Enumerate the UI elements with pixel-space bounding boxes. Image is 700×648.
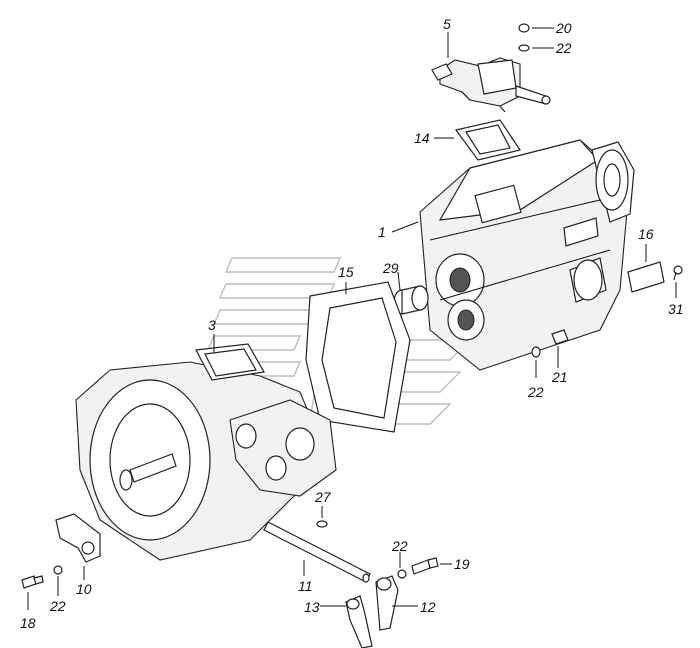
callout-16: 16 [638,226,654,242]
part-5-shift-mechanism [431,57,551,113]
callout-22-shift: 22 [556,40,572,56]
callout-22-bracket: 22 [50,598,66,614]
callout-12: 12 [420,599,436,615]
callout-15: 15 [338,264,354,280]
callout-22-lever: 22 [392,538,408,554]
part-22-washer-shift [518,44,530,52]
part-22-washer-lever [397,569,407,579]
part-3-clutch-housing [75,343,337,561]
part-21-nut [551,329,569,345]
part-22-washer-housing [531,346,541,358]
part-13-lever [345,595,373,648]
callout-10: 10 [76,581,92,597]
part-16-cover-plate [627,261,665,293]
part-15-gasket [305,281,411,433]
part-22-washer-bracket [53,565,63,575]
callout-29: 29 [383,260,399,276]
part-19-bolt [411,557,439,575]
callout-5: 5 [443,16,451,32]
part-27-pin [316,520,328,528]
callout-11: 11 [298,578,313,594]
part-1-gearbox-housing [419,139,635,371]
callout-20: 20 [556,20,572,36]
callout-31: 31 [668,301,684,317]
callout-22-housing: 22 [528,384,544,400]
callout-14: 14 [414,130,430,146]
part-31-screw [673,265,683,281]
callout-18: 18 [20,615,36,631]
callout-27: 27 [315,489,331,505]
part-20-nut [518,23,530,33]
callout-13: 13 [304,599,320,615]
callout-1: 1 [378,224,386,240]
part-18-bolt [21,575,44,589]
leader-lines [27,27,677,610]
callout-21: 21 [552,369,568,385]
part-10-bracket [55,513,101,563]
part-12-lever [375,575,399,631]
callout-19: 19 [454,556,470,572]
part-11-shaft [263,521,371,583]
callout-3: 3 [208,317,216,333]
part-14-gasket [454,119,521,161]
